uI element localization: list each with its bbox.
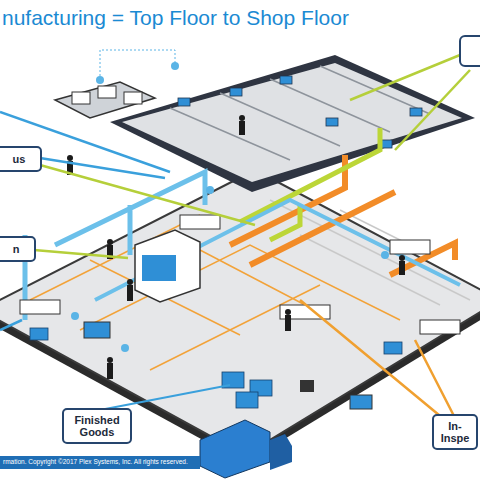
- leader-line: [100, 385, 230, 410]
- office-partition: [170, 66, 430, 160]
- wireless-icon: [381, 251, 389, 259]
- callout-text: n: [13, 243, 20, 255]
- workbench: [20, 300, 60, 314]
- person: [399, 255, 405, 261]
- wireless-icon: [71, 312, 79, 320]
- top-floor: [122, 63, 462, 182]
- leader-line: [40, 158, 165, 178]
- pallet: [30, 328, 48, 340]
- server-room: [55, 82, 155, 118]
- machine-panel: [142, 255, 176, 281]
- person: [239, 115, 245, 121]
- callout-box: n: [0, 236, 36, 262]
- screen: [280, 76, 292, 84]
- truck: [200, 420, 270, 478]
- leader-line: [0, 320, 22, 330]
- blue-pipe: [25, 172, 205, 320]
- callout-box: Finished Goods: [62, 408, 132, 444]
- leader-line: [300, 300, 455, 420]
- screen: [410, 108, 422, 116]
- person: [127, 279, 133, 285]
- person: [67, 155, 73, 161]
- shop-floor: [0, 170, 480, 455]
- screen: [84, 322, 110, 338]
- pallet: [384, 342, 402, 354]
- forklift: [300, 380, 314, 392]
- cloud-link: [100, 50, 175, 80]
- person: [285, 315, 291, 331]
- person: [107, 239, 113, 245]
- person: [107, 357, 113, 363]
- workbench: [420, 320, 460, 334]
- slide-title: nufacturing = Top Floor to Shop Floor: [2, 6, 349, 30]
- person: [285, 309, 291, 315]
- person: [107, 363, 113, 379]
- screen: [326, 118, 338, 126]
- person: [127, 285, 133, 301]
- footer-bar: [0, 456, 200, 469]
- wireless-icon: [121, 344, 129, 352]
- screen: [230, 88, 242, 96]
- leader-line: [395, 70, 470, 150]
- workbench: [180, 215, 220, 229]
- server: [98, 86, 116, 98]
- footer-note: rmation. Copyright ©2017 Plex Systems, I…: [3, 458, 188, 465]
- server: [124, 92, 142, 104]
- screen: [178, 98, 190, 106]
- leader-line: [34, 250, 128, 258]
- callout-text: us: [13, 153, 26, 165]
- callout-box: [460, 36, 480, 66]
- pallet: [236, 392, 258, 408]
- callout-box: us: [0, 146, 42, 172]
- server: [72, 92, 90, 104]
- truck-cab: [270, 434, 292, 470]
- callout-text: In- Inspe: [434, 420, 476, 444]
- screen: [350, 395, 372, 409]
- leader-line: [40, 165, 255, 225]
- callout-box: In- Inspe: [432, 414, 478, 450]
- person: [399, 261, 405, 275]
- wireless-icon: [206, 186, 214, 194]
- callout-text: Finished Goods: [64, 414, 130, 438]
- workbench: [390, 240, 430, 254]
- machine: [135, 230, 200, 302]
- leader-line: [350, 55, 460, 100]
- person: [239, 121, 245, 135]
- green-pipe: [240, 128, 380, 240]
